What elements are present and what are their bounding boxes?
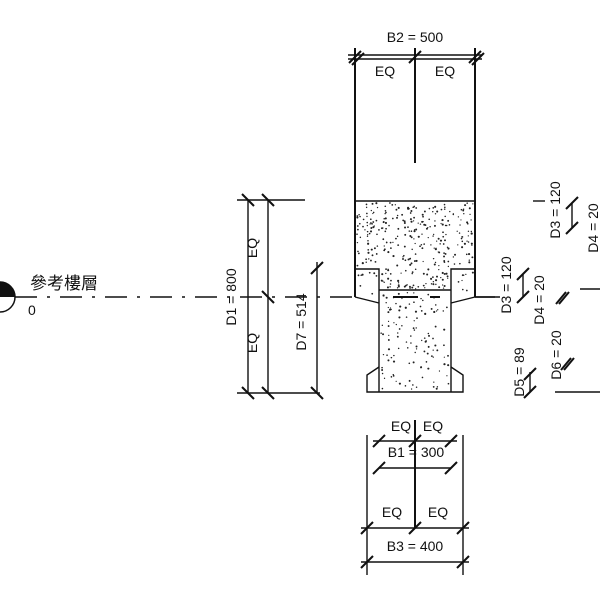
dimension-label: B3 = 400 <box>387 538 444 554</box>
eq-label: EQ <box>423 418 443 434</box>
beam-haunch <box>354 268 476 393</box>
level-elevation: 0 <box>28 302 36 318</box>
dimension-d1[interactable]: D1 = 800 EQ EQ <box>223 193 320 400</box>
dimension-label: D5 = 89 <box>511 347 527 397</box>
dimension-label: D7 = 514 <box>293 293 309 350</box>
dimension-d5-d6[interactable]: D5 = 89 D6 = 20 <box>511 330 600 399</box>
dimension-d7[interactable]: D7 = 514 <box>293 261 324 400</box>
column-upper <box>354 48 476 297</box>
level-name: 參考樓層 <box>30 274 98 293</box>
dimension-d3-d4-lower[interactable]: D3 = 120 D4 = 20 <box>475 256 570 325</box>
eq-label: EQ <box>244 333 260 353</box>
concrete-fill <box>356 202 474 390</box>
dimension-b2[interactable]: B2 = 500 EQ EQ <box>348 29 485 79</box>
dimension-label: D1 = 800 <box>223 268 239 325</box>
level-head-icon[interactable] <box>0 281 16 313</box>
eq-label: EQ <box>391 418 411 434</box>
dimension-label: B2 = 500 <box>387 29 444 45</box>
dimension-d3-d4-upper[interactable]: D3 = 120 D4 = 20 <box>533 181 600 290</box>
eq-label: EQ <box>435 63 455 79</box>
eq-label: EQ <box>382 504 402 520</box>
eq-label: EQ <box>375 63 395 79</box>
eq-label: EQ <box>428 504 448 520</box>
dimension-label: D3 = 120 <box>498 256 514 313</box>
dimension-b1[interactable]: EQ EQ B1 = 300 <box>366 418 464 575</box>
dimension-label: D6 = 20 <box>548 330 564 380</box>
dimension-label: D3 = 120 <box>547 181 563 238</box>
eq-label: EQ <box>244 238 260 258</box>
dimension-label: D4 = 20 <box>531 275 547 325</box>
dimension-label: D4 = 20 <box>585 203 600 253</box>
dimension-label: B1 = 300 <box>388 444 445 460</box>
dimension-b3[interactable]: EQ EQ B3 = 400 <box>360 504 470 569</box>
